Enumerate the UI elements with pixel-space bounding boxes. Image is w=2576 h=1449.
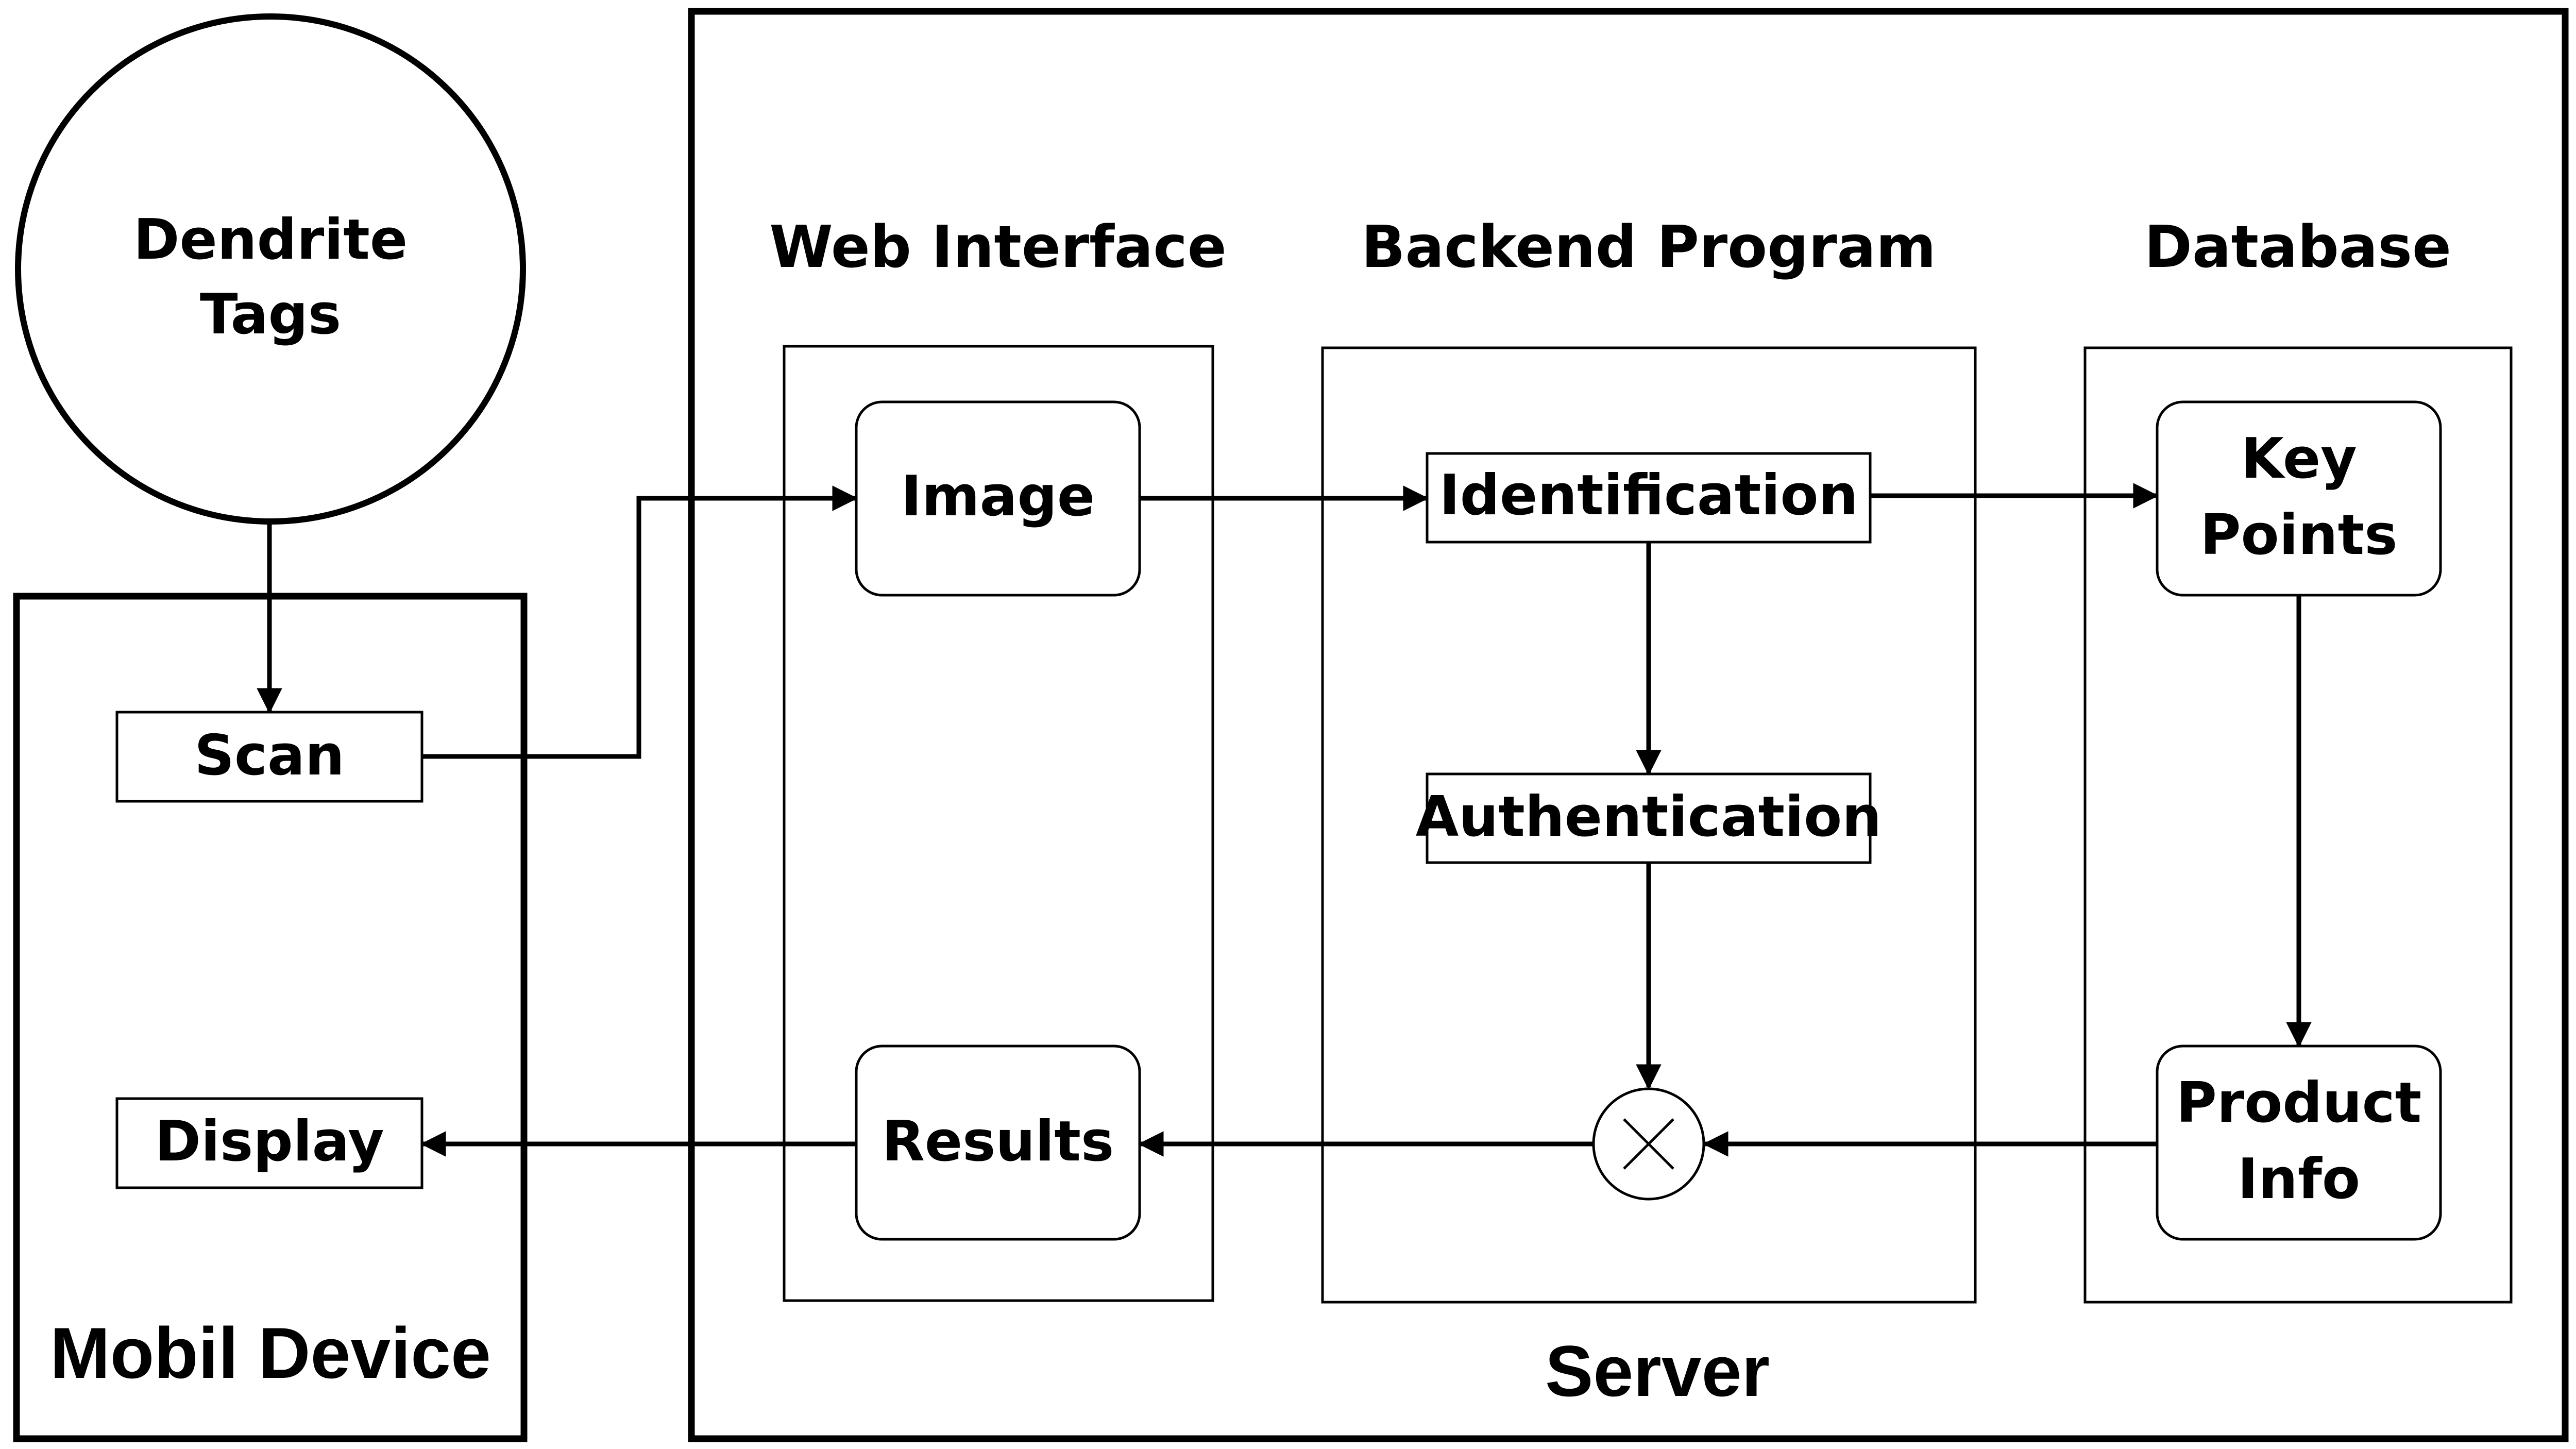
dendrite-tags-node: Dendrite Tags: [15, 13, 526, 525]
authentication-box: Authentication: [1416, 772, 1882, 864]
display-box: Display: [115, 1097, 423, 1189]
authentication-label: Authentication: [1416, 785, 1882, 849]
identification-box: Identification: [1426, 452, 1872, 544]
database-column: [2083, 346, 2513, 1304]
key-points-label-line2: Points: [2200, 503, 2397, 567]
multiply-circle-icon: [1592, 1087, 1705, 1201]
dendrite-tags-label-line1: Dendrite: [133, 208, 408, 272]
results-label: Results: [882, 1109, 1114, 1174]
backend-program-title: Backend Program: [1361, 214, 1936, 281]
scan-box: Scan: [115, 711, 423, 803]
backend-program-column: [1321, 346, 1977, 1304]
server-label: Server: [1545, 1330, 1770, 1411]
product-info-label-line2: Info: [2238, 1147, 2360, 1211]
results-node: Results: [855, 1044, 1141, 1241]
display-label: Display: [155, 1109, 384, 1174]
product-info-label-line1: Product: [2176, 1071, 2421, 1135]
mobile-device-label: Mobil Device: [50, 1312, 491, 1393]
arrow-scan-to-image: [422, 485, 858, 759]
identification-label: Identification: [1439, 463, 1858, 528]
key-points-node: Key Points: [2156, 400, 2442, 597]
product-info-node: Product Info: [2156, 1044, 2442, 1241]
web-interface-column: [783, 345, 1214, 1302]
image-label: Image: [901, 464, 1095, 529]
scan-label: Scan: [194, 723, 345, 788]
image-node: Image: [855, 400, 1141, 597]
connectors: [257, 483, 2312, 1157]
server-container: Server: [688, 8, 2569, 1442]
database-title: Database: [2144, 214, 2451, 281]
key-points-label-line1: Key: [2241, 427, 2357, 491]
web-interface-title: Web Interface: [769, 214, 1226, 281]
dendrite-tags-label-line2: Tags: [200, 282, 341, 347]
